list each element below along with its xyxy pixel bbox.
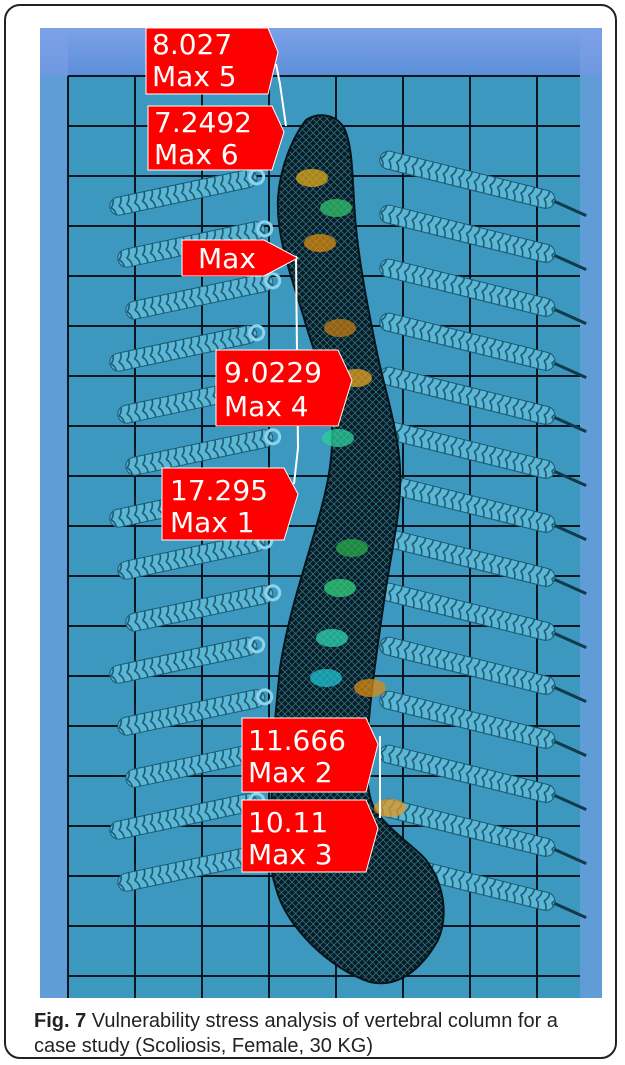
stress-hotspot bbox=[296, 169, 328, 187]
probe-label-max: Max bbox=[181, 239, 300, 277]
figure-caption-text: Vulnerability stress analysis of vertebr… bbox=[34, 1010, 558, 1057]
probe-name: Max 4 bbox=[224, 390, 309, 423]
stress-hotspot bbox=[324, 319, 356, 337]
figure-caption: Fig. 7 Vulnerability stress analysis of … bbox=[34, 1009, 604, 1059]
probe-label-max6: 7.2492 Max 6 bbox=[147, 105, 285, 171]
probe-value: 9.0229 bbox=[224, 356, 322, 389]
sky-band bbox=[40, 28, 602, 76]
figure-label: Fig. 7 bbox=[34, 1010, 87, 1032]
stress-hotspot bbox=[354, 679, 386, 697]
stress-hotspot bbox=[336, 539, 368, 557]
rib-spring-left bbox=[125, 428, 282, 476]
stress-hotspot bbox=[322, 429, 354, 447]
stress-hotspot bbox=[324, 579, 356, 597]
probe-label-max5: 8.027 Max 5 bbox=[145, 28, 279, 95]
probe-name: Max 3 bbox=[248, 838, 333, 871]
probe-value: 10.11 bbox=[248, 806, 328, 839]
figure-frame: 8.027 Max 5 7.2492 Max 6 Max 9.0229 Max … bbox=[4, 4, 617, 1059]
probe-label-max3: 10.11 Max 3 bbox=[241, 799, 379, 873]
rib-spring-right bbox=[379, 258, 587, 325]
rib-spring-left bbox=[125, 584, 282, 632]
rib-spring-right bbox=[379, 312, 587, 379]
probe-name: Max 5 bbox=[152, 60, 237, 93]
stress-hotspot bbox=[374, 799, 406, 817]
probe-name: Max 2 bbox=[248, 756, 333, 789]
left-rib-springs bbox=[109, 168, 282, 892]
rib-spring-right bbox=[379, 150, 587, 217]
probe-value: 7.2492 bbox=[154, 106, 252, 139]
probe-value: 11.666 bbox=[248, 724, 346, 757]
rib-spring-right bbox=[379, 204, 587, 271]
rib-spring-left bbox=[117, 688, 274, 736]
rib-spring-right bbox=[379, 636, 587, 703]
rib-spring-right bbox=[379, 474, 587, 541]
probe-label-max1: 17.295 Max 1 bbox=[161, 467, 299, 541]
probe-label-max2: 11.666 Max 2 bbox=[241, 717, 379, 793]
rib-spring-left bbox=[109, 636, 266, 684]
stress-hotspot bbox=[310, 669, 342, 687]
fea-render: 8.027 Max 5 7.2492 Max 6 Max 9.0229 Max … bbox=[40, 28, 602, 998]
probe-name: Max 6 bbox=[154, 138, 239, 171]
stress-hotspot bbox=[320, 199, 352, 217]
spine-stress-render: 8.027 Max 5 7.2492 Max 6 Max 9.0229 Max … bbox=[40, 28, 602, 998]
probe-name: Max 1 bbox=[170, 506, 255, 539]
probe-name: Max bbox=[198, 242, 256, 275]
rib-spring-right bbox=[379, 690, 587, 757]
probe-value: 8.027 bbox=[152, 28, 232, 61]
rib-spring-left bbox=[109, 324, 266, 372]
rib-spring-left bbox=[117, 532, 274, 580]
probe-label-max4: 9.0229 Max 4 bbox=[215, 349, 353, 427]
stress-hotspot bbox=[316, 629, 348, 647]
rib-spring-left bbox=[125, 272, 282, 320]
probe-leaders bbox=[275, 63, 381, 818]
probe-value: 17.295 bbox=[170, 474, 268, 507]
stress-hotspot bbox=[304, 234, 336, 252]
